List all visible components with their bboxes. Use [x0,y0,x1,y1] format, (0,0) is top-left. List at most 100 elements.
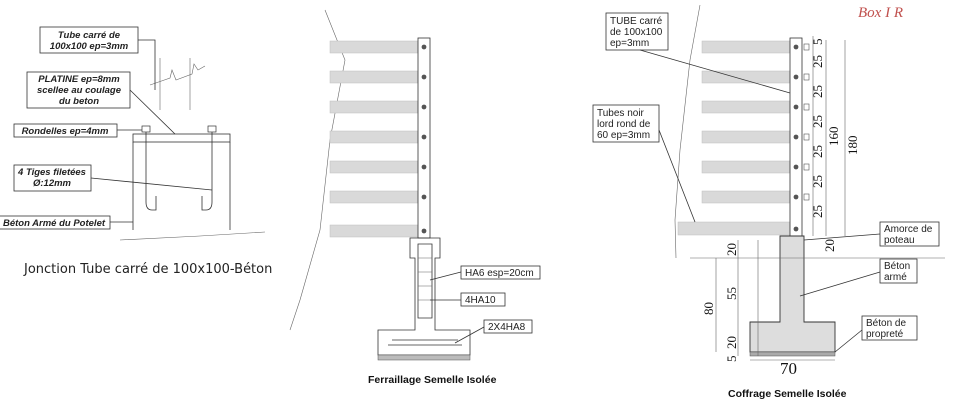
spacer [803,103,810,111]
bolt [793,74,799,80]
bolt [421,104,427,110]
label-line: propreté [866,329,904,340]
label-line: 4 Tiges filetées [17,167,86,178]
bottom-bars [388,339,462,346]
rail [701,70,791,84]
base-plate [132,133,231,143]
spacer [803,43,810,51]
label-line: lord rond de [597,119,651,130]
bolt [793,134,799,140]
junction-caption: Jonction Tube carré de 100x100-Béton [23,262,272,277]
rail [701,130,791,144]
label-box [483,319,533,334]
rail-group [677,40,791,236]
rail [329,224,419,238]
label-line: 100x100 ep=3mm [50,41,129,52]
spacer [803,193,810,201]
label-line: Amorce de [884,224,933,235]
label-line: Ø:12mm [33,178,72,189]
blinding-layer [377,354,471,361]
label-line: Tube carré de [58,30,121,41]
stirrup-spacing [418,257,432,301]
washer-left [141,125,151,133]
dim-25: 25 [810,85,825,98]
dim-20: 20 [822,239,837,252]
label-box [592,104,660,143]
rail [701,40,791,54]
rail [329,130,419,144]
label-line: de 100x100 [610,27,663,38]
label-line: Béton Armé du Potelet [3,218,106,229]
rail [701,100,791,114]
label-box [460,292,506,307]
bolt [793,44,799,50]
label-line: Béton de [866,318,906,329]
blinding-layer [749,351,836,357]
label-line: du beton [59,96,99,107]
rail [329,160,419,174]
concrete-potelet [132,142,231,230]
dim-80: 80 [701,302,716,315]
label-line: 60 ep=3mm [597,130,650,141]
threaded-rod-left [145,126,157,211]
dim-5: 5 [724,356,739,363]
label-line: TUBE carré [610,16,663,27]
leader-line [799,271,881,297]
leader-line [639,49,791,94]
dim-25: 25 [810,175,825,188]
rail [329,100,419,114]
label-box [861,315,918,341]
label-line: armé [884,272,907,283]
reinforcement-detail: HA6 esp=20cm 4HA10 2X4HA8 Ferraillage Se… [289,9,541,386]
rail [677,221,791,236]
formwork-caption: Coffrage Semelle Isolée [728,388,847,400]
footing-section [749,235,836,353]
label-line: poteau [884,235,915,246]
bolt [421,74,427,80]
bolt [793,226,799,232]
bolt [421,228,427,234]
stirrups [417,243,433,319]
label-line: PLATINE ep=8mm [38,74,120,85]
label-box [879,258,918,284]
rail [701,190,791,204]
break-line [149,63,206,86]
dim-25: 25 [810,205,825,218]
threaded-rod-right [201,126,213,211]
label-box [39,26,139,54]
bolt [421,44,427,50]
leader-line [90,177,213,191]
spacer-group [803,43,810,201]
bolt [793,194,799,200]
label-box [26,71,131,109]
rail-group [329,40,419,238]
reinforcement-caption: Ferraillage Semelle Isolée [368,374,497,386]
footing-outline [377,237,471,356]
label-box [13,164,92,192]
leader-line [454,326,485,344]
label-line: 4HA10 [465,295,496,306]
dim-160: 160 [826,127,841,147]
label-box [13,123,118,138]
ground-line [674,4,701,259]
bolt [421,194,427,200]
dim-25: 25 [810,115,825,128]
break-line-lower [119,231,266,241]
dim-25: 25 [810,145,825,158]
rail [329,190,419,204]
label-box [605,12,669,51]
bolt-group [793,44,799,232]
dim-5: 5 [810,39,825,46]
bolt [793,104,799,110]
dim-55: 55 [724,287,739,300]
